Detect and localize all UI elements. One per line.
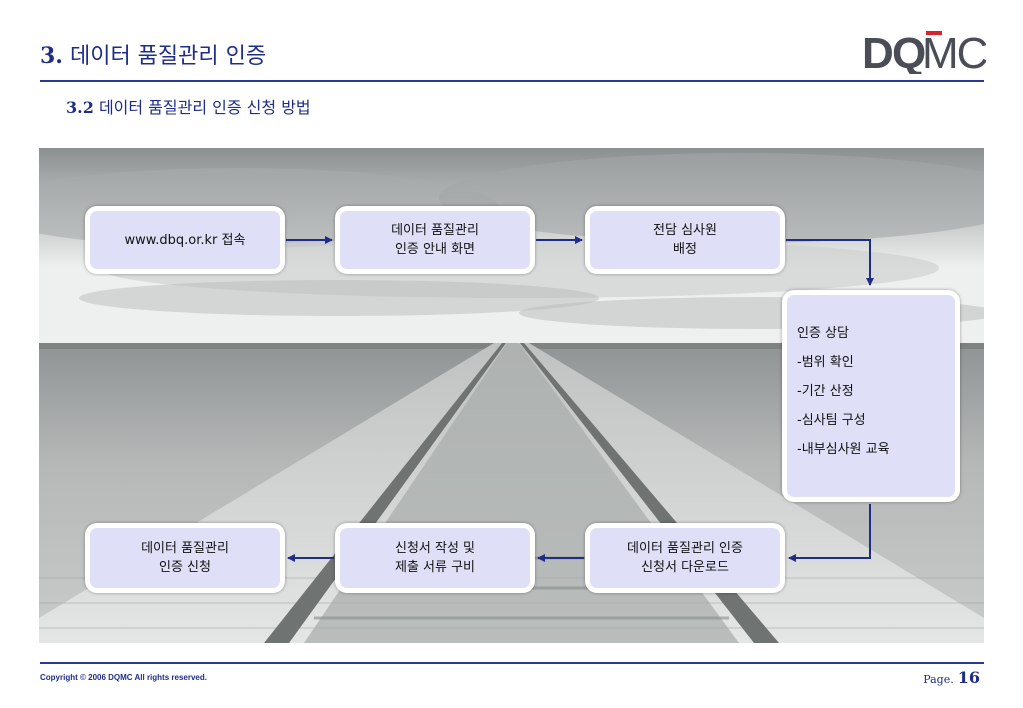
copyright-text: Copyright © 2006 DQMC All rights reserve… xyxy=(40,673,207,682)
step-download-form: 데이터 품질관리 인증 신청서 다운로드 xyxy=(585,523,785,593)
page-title: 3. 데이터 품질관리 인증 xyxy=(40,38,266,70)
dqmc-logo: D Q MC xyxy=(862,29,986,74)
header-rule xyxy=(40,80,984,82)
step-consultation: 인증 상담 -범위 확인 -기간 산정 -심사팀 구성 -내부심사원 교육 xyxy=(782,290,960,502)
section-subtitle: 3.2 데이터 품질관리 인증 신청 방법 xyxy=(66,94,311,118)
step-guide-screen: 데이터 품질관리 인증 안내 화면 xyxy=(335,206,535,274)
step-apply-certification: 데이터 품질관리 인증 신청 xyxy=(85,523,285,593)
page-number: Page.16 xyxy=(923,668,980,687)
svg-text:D: D xyxy=(862,29,892,74)
subtitle-number: 3.2 xyxy=(66,98,94,117)
page-label: Page. xyxy=(923,673,954,686)
step-prepare-documents: 신청서 작성 및 제출 서류 구비 xyxy=(335,523,535,593)
subtitle-text: 데이터 품질관리 인증 신청 방법 xyxy=(98,98,311,117)
step-site-access: www.dbq.or.kr 접속 xyxy=(85,206,285,274)
footer-rule xyxy=(40,662,984,664)
svg-text:Q: Q xyxy=(892,29,926,74)
title-number: 3. xyxy=(40,43,63,69)
svg-text:MC: MC xyxy=(922,29,986,74)
page-number-value: 16 xyxy=(957,668,980,687)
step-assign-auditor: 전담 심사원 배정 xyxy=(585,206,785,274)
title-text: 데이터 품질관리 인증 xyxy=(69,44,267,69)
